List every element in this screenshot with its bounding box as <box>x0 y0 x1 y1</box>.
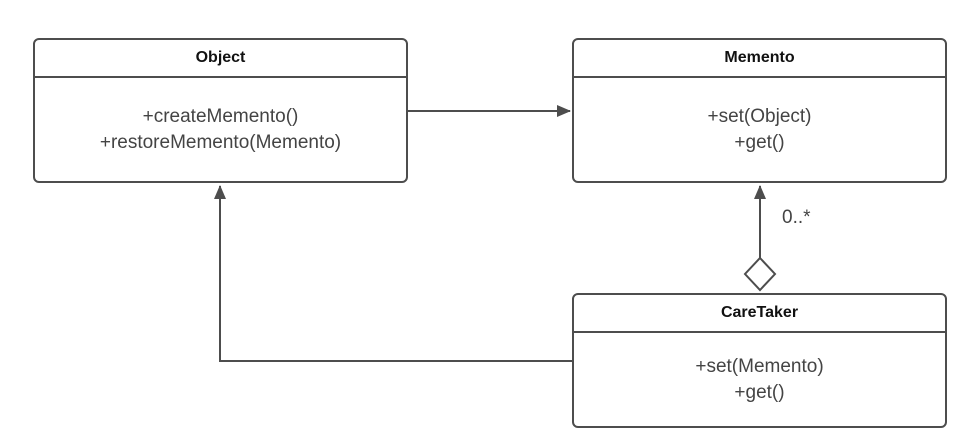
class-object-name: Object <box>35 40 406 78</box>
class-object: Object +createMemento() +restoreMemento(… <box>33 38 408 183</box>
aggregation-diamond-icon <box>743 256 777 292</box>
class-object-methods: +createMemento() +restoreMemento(Memento… <box>35 78 406 181</box>
class-memento-name: Memento <box>574 40 945 78</box>
class-caretaker: CareTaker +set(Memento) +get() <box>572 293 947 428</box>
method-create-memento: +createMemento() <box>142 105 299 127</box>
method-set-object: +set(Object) <box>707 105 812 127</box>
multiplicity-label: 0..* <box>782 207 811 228</box>
method-get: +get() <box>734 381 785 403</box>
class-memento-methods: +set(Object) +get() <box>574 78 945 181</box>
caretaker-to-object-arrow <box>214 185 572 362</box>
method-get: +get() <box>734 131 785 153</box>
class-memento: Memento +set(Object) +get() <box>572 38 947 183</box>
class-caretaker-methods: +set(Memento) +get() <box>574 333 945 426</box>
method-restore-memento: +restoreMemento(Memento) <box>99 131 342 153</box>
method-set-memento: +set(Memento) <box>695 355 824 377</box>
class-caretaker-name: CareTaker <box>574 295 945 333</box>
